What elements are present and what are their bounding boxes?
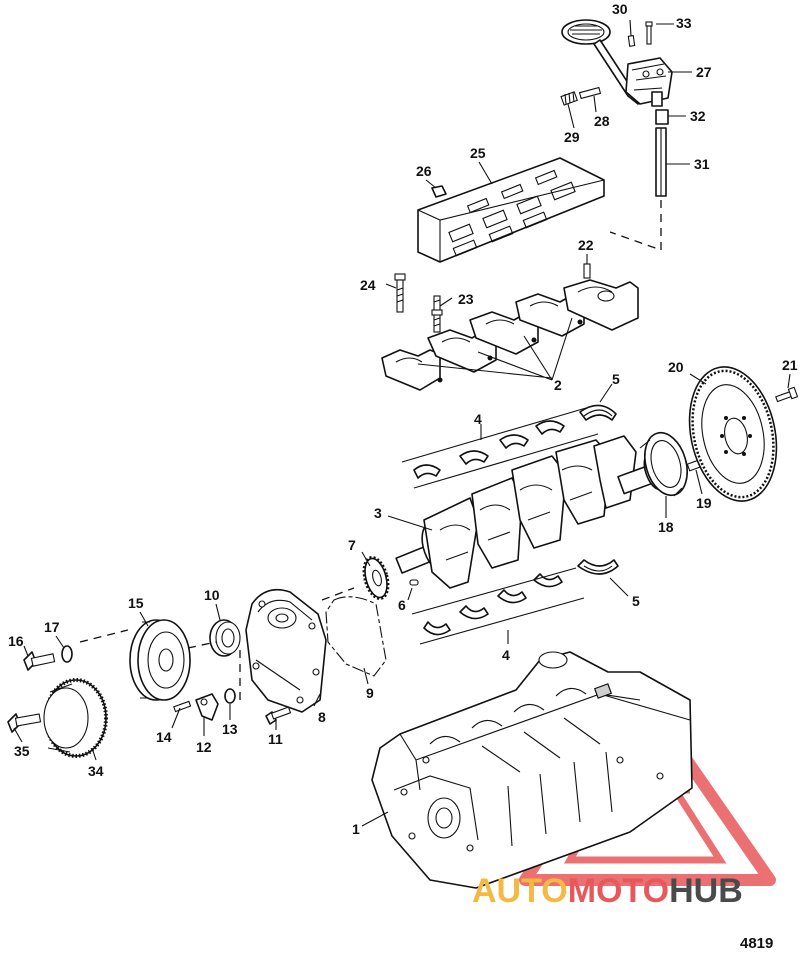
bolt-24 bbox=[394, 273, 406, 313]
callout-27: 27 bbox=[696, 64, 712, 80]
callout-21: 21 bbox=[782, 357, 798, 373]
bolt-21 bbox=[775, 386, 799, 403]
callout-4-upper: 4 bbox=[474, 411, 482, 427]
front-cover-gasket-9 bbox=[325, 596, 387, 677]
callout-13: 13 bbox=[222, 721, 238, 737]
front-seal-10 bbox=[209, 619, 241, 657]
front-cover-8 bbox=[245, 588, 327, 713]
thrust-bearing-5-upper bbox=[579, 404, 617, 421]
bolt-33 bbox=[645, 21, 653, 45]
flywheel-20 bbox=[688, 366, 778, 502]
callout-33: 33 bbox=[676, 15, 692, 31]
callout-14: 14 bbox=[156, 729, 172, 745]
callout-28: 28 bbox=[594, 113, 610, 129]
callout-5-upper: 5 bbox=[612, 371, 620, 387]
windage-tray-25 bbox=[417, 157, 605, 263]
callout-32: 32 bbox=[690, 108, 706, 124]
bolt-11 bbox=[265, 706, 292, 725]
watermark-part1: AUTO bbox=[472, 872, 568, 910]
alignment-dash-cover bbox=[239, 587, 355, 700]
callout-15: 15 bbox=[128, 595, 144, 611]
watermark-part3: HUB bbox=[669, 872, 743, 910]
watermark-text: AUTOMOTOHUB bbox=[472, 872, 743, 910]
callout-29: 29 bbox=[564, 129, 580, 145]
callout-25: 25 bbox=[470, 145, 486, 161]
callout-30: 30 bbox=[612, 1, 628, 17]
callout-18: 18 bbox=[658, 519, 674, 535]
callout-23: 23 bbox=[458, 291, 474, 307]
callout-10: 10 bbox=[204, 587, 220, 603]
bolt-35 bbox=[7, 713, 42, 733]
callout-20: 20 bbox=[668, 359, 684, 375]
callout-16: 16 bbox=[8, 633, 24, 649]
callout-12: 12 bbox=[196, 739, 212, 755]
main-bearing-caps-2 bbox=[381, 279, 639, 391]
callout-35: 35 bbox=[14, 743, 30, 759]
upper-main-bearings-4 bbox=[401, 407, 599, 489]
svg-text:AUTOMOTOHUB: AUTOMOTOHUB bbox=[472, 872, 743, 910]
callout-17: 17 bbox=[44, 619, 60, 635]
callout-2: 2 bbox=[554, 377, 562, 393]
oil-pump-assembly bbox=[561, 19, 673, 107]
callout-9: 9 bbox=[366, 685, 374, 701]
bushing-32 bbox=[655, 109, 669, 125]
callout-7: 7 bbox=[348, 537, 356, 553]
callout-24: 24 bbox=[360, 277, 376, 293]
o-ring-13 bbox=[224, 688, 236, 704]
harmonic-balancer-15 bbox=[129, 619, 191, 701]
spring-29 bbox=[560, 91, 578, 106]
callout-22: 22 bbox=[578, 237, 594, 253]
callout-34: 34 bbox=[88, 763, 104, 779]
callout-8: 8 bbox=[318, 709, 326, 725]
stud-23 bbox=[431, 295, 443, 333]
callout-31: 31 bbox=[694, 156, 710, 172]
figure-number: 4819 bbox=[740, 935, 773, 952]
watermark-part2: MOTO bbox=[568, 872, 669, 910]
pin-30 bbox=[627, 35, 636, 47]
callout-26: 26 bbox=[416, 163, 432, 179]
callout-1: 1 bbox=[352, 821, 360, 837]
alignment-dash-balancer bbox=[79, 629, 217, 649]
sensor-12 bbox=[195, 693, 219, 721]
bolt-14 bbox=[173, 700, 192, 713]
callout-5-lower: 5 bbox=[632, 593, 640, 609]
crank-sprocket-7 bbox=[362, 556, 390, 600]
bolt-16 bbox=[23, 651, 56, 671]
lower-main-bearings-4 bbox=[411, 567, 585, 645]
crankshaft-3 bbox=[395, 435, 665, 589]
nut-26 bbox=[431, 185, 447, 198]
alignment-dash-pump bbox=[609, 200, 662, 251]
key-6 bbox=[409, 579, 419, 586]
dowel-22 bbox=[583, 263, 591, 279]
thrust-bearing-5-lower bbox=[577, 559, 619, 575]
rear-main-seal-18 bbox=[639, 431, 688, 497]
callout-19: 19 bbox=[696, 495, 712, 511]
callout-4-lower: 4 bbox=[502, 647, 510, 663]
pulley-34 bbox=[43, 678, 108, 758]
leader-lines bbox=[13, 19, 791, 827]
callout-11: 11 bbox=[268, 731, 283, 747]
callout-6: 6 bbox=[398, 597, 406, 613]
callout-labels: 30 33 27 32 28 29 31 25 26 22 24 23 2 5 … bbox=[8, 1, 798, 837]
washer-17 bbox=[61, 645, 73, 663]
driveshaft-31 bbox=[655, 127, 667, 197]
pin-28 bbox=[578, 86, 602, 100]
callout-3: 3 bbox=[374, 505, 382, 521]
engine-block-1 bbox=[371, 651, 693, 889]
